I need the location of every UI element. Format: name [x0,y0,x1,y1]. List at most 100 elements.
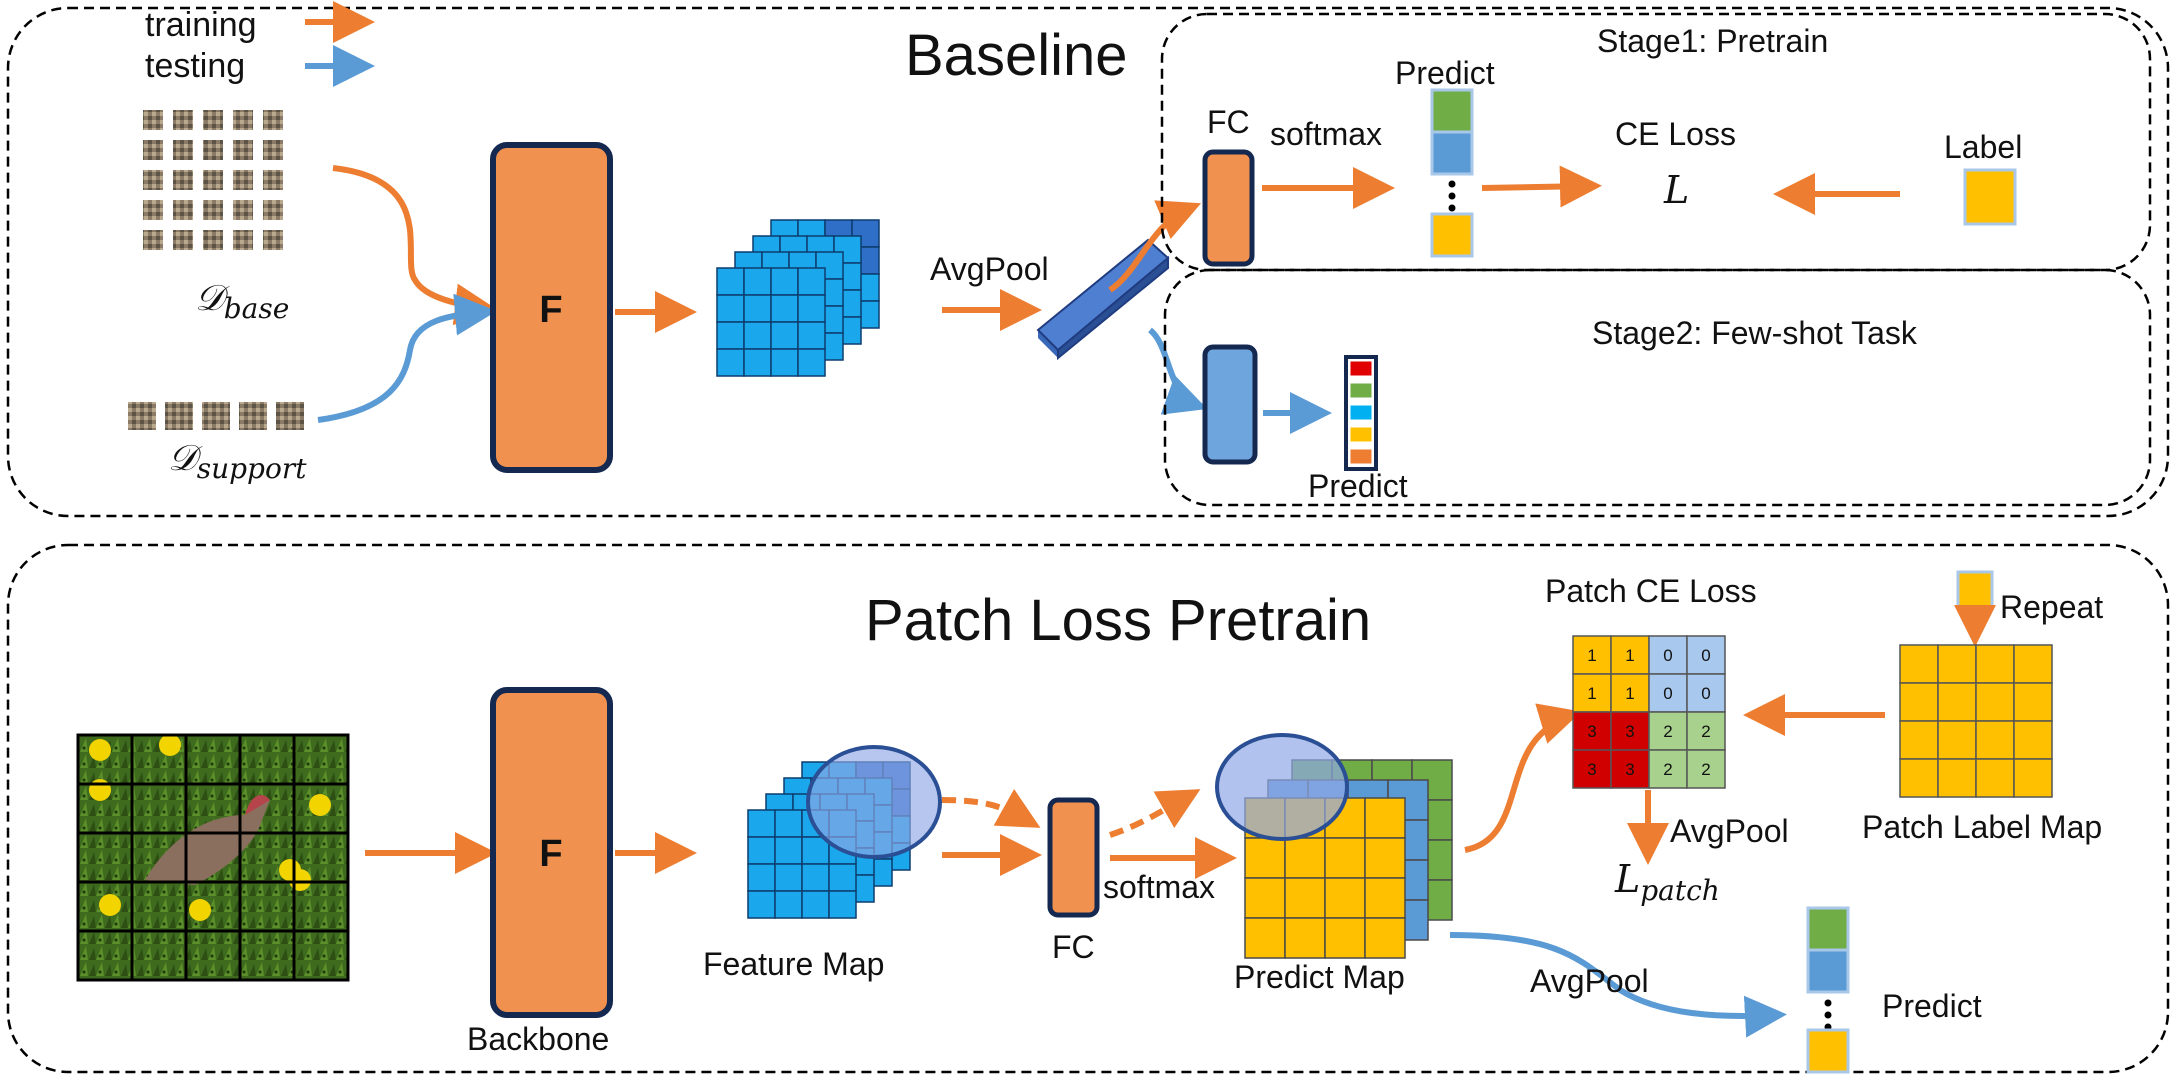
stage2-predict-frame [1344,355,1378,471]
predict-ellipsis-dot [1448,204,1456,212]
highlight-to-fc-dashed-arrow [941,789,1041,828]
loss-grid-value: 3 [1625,722,1634,741]
pool-to-fc-arrow [1108,200,1202,293]
label-map-cell [1975,682,2015,722]
feature-cell [801,836,830,865]
label-map-cell [1899,644,1939,684]
stage2-cell-cyan [1349,404,1373,421]
predict-map-label: Predict Map [1234,959,1405,995]
feature-cell [747,863,776,892]
image-patch [292,929,350,982]
loss-grid-cell [1572,635,1612,675]
label-map-cell [1975,644,2015,684]
patch-avgpool-loss-label: AvgPool [1670,813,1789,849]
loss-grid-value: 2 [1663,722,1672,741]
predict-map-highlight [1215,733,1349,841]
predict-map-cell [1244,837,1286,879]
loss-grid-cell [1610,749,1650,789]
stage2-cell-red [1349,360,1373,377]
thumbnail [143,200,163,220]
loss-grid-cell [1648,711,1688,751]
feature-cell [770,267,799,296]
feature-cell [774,890,803,919]
d-support-label: 𝒟support [168,438,307,485]
feature-cell [743,348,772,377]
stage1-label-block [1963,168,2017,226]
patch-label-map-grid [1899,644,2053,798]
predict-map-cell [1284,837,1326,879]
stage1-label-text: Label [1944,129,2022,165]
stage2-panel: Stage2: Few-shot Task Predict [1163,268,2152,507]
patch-loss-frame [6,543,2170,1074]
feature-cell [716,321,745,350]
thumbnail [128,402,156,430]
thumbnail [233,110,253,130]
thumbnail [203,140,223,160]
patch-label-map-label: Patch Label Map [1862,809,2102,845]
input-image [76,733,350,982]
thumbnail [263,230,283,250]
stage1-fc-block [1202,149,1255,267]
label-map-cell [1937,758,1977,798]
support-to-backbone-arrow [317,293,497,423]
image-bird-head [245,795,270,815]
stage1-frame [1160,12,2152,272]
predict-ellipsis-dot [1448,180,1456,188]
patch-fc-label: FC [1052,929,1095,965]
loss-grid-value: 0 [1701,646,1710,665]
loss-grid-cell [1572,673,1612,713]
patch-softmax-label: softmax [1103,869,1215,905]
predict-map-cell [1244,877,1286,919]
loss-grid-value: 1 [1625,684,1634,703]
patch-loss-subscript: patch [1640,874,1720,907]
loss-grid-value: 1 [1587,684,1596,703]
repeat-label: Repeat [2000,589,2103,625]
stage1-predict-vector [1430,88,1474,258]
label-map-cell [2013,720,2053,760]
stage2-cell-green [1349,382,1373,399]
thumbnail [263,110,283,130]
thumbnail [203,110,223,130]
repeat-label-block [1956,570,1994,610]
patch-loss-letter: L [1614,857,1640,901]
patch-predict-ellipsis-dot [1824,999,1832,1007]
stage1-softmax-label: softmax [1270,116,1382,152]
feature-cell [743,294,772,323]
label-map-cell [1899,758,1939,798]
predict-cell-yellow [1430,212,1474,258]
baseline-feature-map [716,219,880,377]
d-support-subscript: support [197,452,307,485]
thumbnail [173,170,193,190]
flower [99,894,121,916]
feature-cell [801,863,830,892]
baseline-avgpool-label: AvgPool [930,251,1049,287]
label-map-cell [1937,644,1977,684]
stage1-ce-loss-label: CE Loss [1615,116,1736,152]
patch-loss-title: Patch Loss Pretrain [865,588,1371,653]
feature-cell [743,321,772,350]
stage2-title: Stage2: Few-shot Task [1592,315,1918,351]
feature-map-label: Feature Map [703,946,884,982]
loss-grid-value: 2 [1663,760,1672,779]
feature-cell [828,890,857,919]
feature-cell [770,348,799,377]
feature-cell [774,836,803,865]
baseline-backbone-label: F [539,289,562,331]
thumbnail [202,402,230,430]
feature-cell [774,863,803,892]
stage2-cell-orange [1349,448,1373,465]
feature-cell [774,809,803,838]
loss-grid-value: 3 [1587,760,1596,779]
loss-grid-cell [1610,673,1650,713]
patch-loss-symbol: Lpatch [1614,857,1720,907]
baseline-panel: Baseline training testing 𝒟base 𝒟support… [6,1,2170,518]
predict-map-cell [1244,917,1286,959]
support-dataset-thumbnails [128,402,304,430]
label-map-cell [2013,644,2053,684]
stage1-loss-symbol: L [1663,168,1689,212]
label-map-cell [2013,758,2053,798]
loss-grid-value: 0 [1663,684,1672,703]
patch-backbone-label: F [539,833,562,875]
thumbnail [263,140,283,160]
legend-testing-label: testing [145,47,245,85]
